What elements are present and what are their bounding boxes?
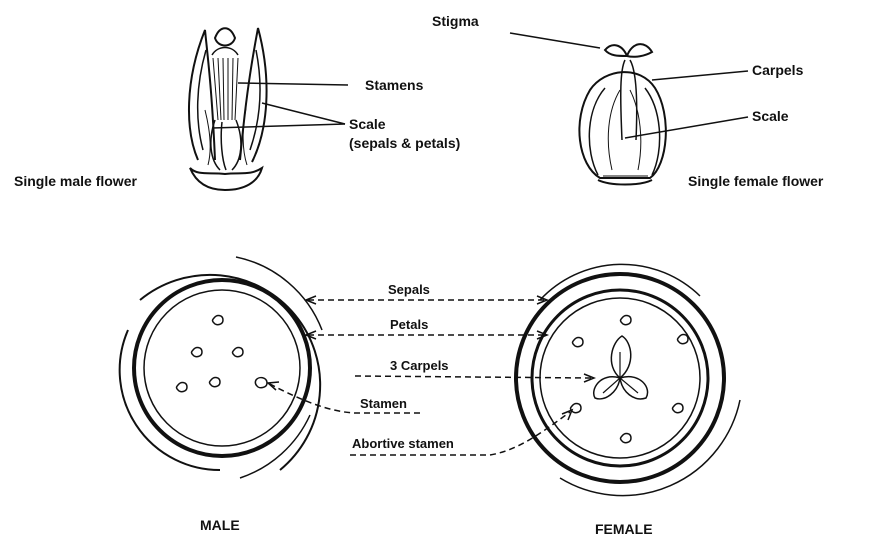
petals-label: Petals xyxy=(390,317,428,332)
male-floral-diagram xyxy=(120,257,322,478)
carpels-label: Carpels xyxy=(752,62,804,78)
stigma-label: Stigma xyxy=(432,13,479,29)
sepals-label: Sepals xyxy=(388,282,430,297)
3-carpels-label: 3 Carpels xyxy=(390,358,449,373)
female-flower-illustration xyxy=(579,44,665,184)
male-flower-illustration xyxy=(189,28,267,190)
scale-label-male: Scale xyxy=(349,116,386,132)
female-floral-diagram xyxy=(516,264,740,495)
female-diagram-caption: FEMALE xyxy=(595,521,653,537)
scale-label-female: Scale xyxy=(752,108,789,124)
scale-sublabel-male: (sepals & petals) xyxy=(349,135,460,151)
stamen-label: Stamen xyxy=(360,396,407,411)
female-flower-caption: Single female flower xyxy=(688,173,824,189)
male-diagram-caption: MALE xyxy=(200,517,240,533)
male-flower-caption: Single male flower xyxy=(14,173,137,189)
stamens-label: Stamens xyxy=(365,77,424,93)
abortive-stamen-label: Abortive stamen xyxy=(352,436,454,451)
